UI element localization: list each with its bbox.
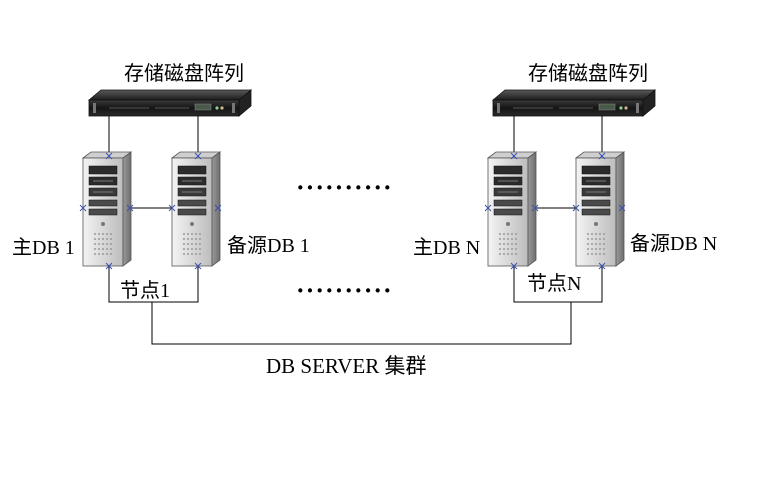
left-primary-server-icon	[82, 151, 132, 267]
left-cluster	[79, 89, 572, 345]
right-standby-label: 备源DB N	[630, 233, 718, 255]
left-disk-array-icon	[88, 89, 252, 117]
right-node-label: 节点N	[527, 273, 582, 295]
left-storage-label: 存储磁盘阵列	[124, 63, 244, 85]
right-storage-label: 存储磁盘阵列	[528, 63, 648, 85]
ellipsis-top: ··········	[296, 173, 393, 202]
left-node-label: 节点1	[120, 280, 170, 302]
left-standby-label: 备源DB 1	[227, 235, 310, 257]
left-connection-lines	[108, 116, 572, 345]
right-disk-array-icon	[492, 89, 656, 117]
cluster-label: DB SERVER 集群	[266, 354, 427, 378]
right-standby-server-icon	[575, 151, 625, 267]
right-primary-server-icon	[487, 151, 537, 267]
ellipsis-bottom: ··········	[296, 276, 393, 305]
left-primary-label: 主DB 1	[12, 237, 75, 259]
left-standby-server-icon	[171, 151, 221, 267]
right-connection-lines	[513, 116, 603, 303]
right-primary-label: 主DB N	[413, 237, 481, 259]
right-cluster	[484, 89, 656, 303]
